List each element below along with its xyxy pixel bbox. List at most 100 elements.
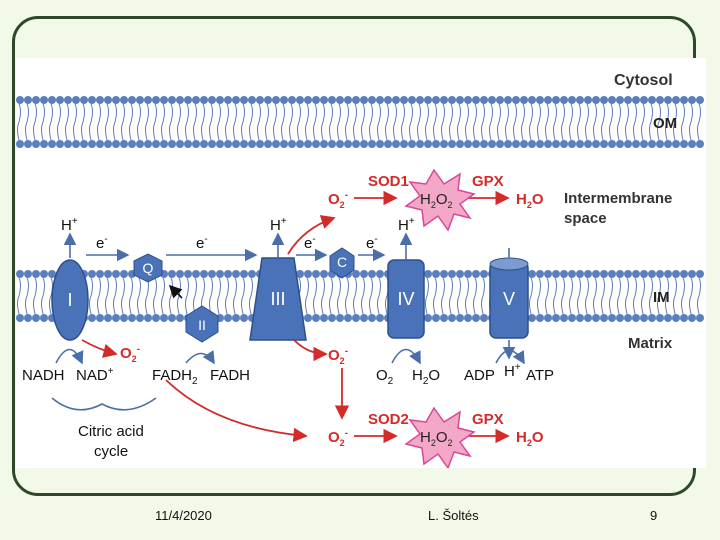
inner-membrane-lipid-head <box>664 314 672 322</box>
outer-membrane-lipid-tail <box>425 103 429 141</box>
outer-membrane-lipid-tail <box>233 103 237 141</box>
sod1-label: SOD1 <box>368 173 409 190</box>
outer-membrane-lipid-head <box>576 140 584 148</box>
inner-membrane-lipid-tail <box>329 277 333 315</box>
inner-membrane-lipid-head <box>576 314 584 322</box>
outer-membrane-lipid-head <box>152 140 160 148</box>
outer-membrane-lipid-tail <box>121 103 125 141</box>
arrow-matrix-o2-curve <box>165 379 308 443</box>
outer-membrane-lipid-head <box>464 140 472 148</box>
inner-membrane-lipid-head <box>16 270 24 278</box>
mitochondria-diagram: Cytosol OM Intermembrane space IM Matrix… <box>16 58 706 468</box>
outer-membrane-lipid-head <box>504 96 512 104</box>
inner-membrane-lipid-tail <box>305 277 309 315</box>
outer-membrane-lipid-head <box>152 96 160 104</box>
inner-membrane-lipid-head <box>360 314 368 322</box>
inner-membrane-lipid-head <box>560 270 568 278</box>
outer-membrane-lipid-head <box>336 96 344 104</box>
outer-membrane-lipid-tail <box>505 103 509 141</box>
outer-membrane-lipid-head <box>32 140 40 148</box>
inner-membrane-lipid-head <box>176 314 184 322</box>
outer-membrane-lipid-head <box>608 140 616 148</box>
inner-membrane-lipid-tail <box>89 277 93 315</box>
outer-membrane-lipid-head <box>168 140 176 148</box>
outer-membrane-lipid-head <box>24 140 32 148</box>
outer-membrane-lipid-head <box>496 140 504 148</box>
outer-membrane-lipid-head <box>440 140 448 148</box>
outer-membrane-lipid-head <box>552 96 560 104</box>
outer-membrane-lipid-tail <box>193 103 197 141</box>
outer-membrane-lipid-head <box>520 96 528 104</box>
outer-membrane-lipid-head <box>504 140 512 148</box>
arrow-III-o2-matrix <box>293 339 328 362</box>
inner-membrane-lipid-tail <box>545 277 549 315</box>
outer-membrane-lipid-head <box>400 96 408 104</box>
outer-membrane-lipid-head <box>432 96 440 104</box>
inner-membrane-lipid-head <box>536 270 544 278</box>
inner-membrane-lipid-head <box>480 270 488 278</box>
inner-membrane <box>16 270 704 322</box>
outer-membrane-lipid-head <box>456 140 464 148</box>
outer-membrane-lipid-head <box>88 96 96 104</box>
outer-membrane-lipid-tail <box>17 103 21 141</box>
inner-membrane-lipid-tail <box>241 277 245 315</box>
outer-membrane-lipid-head <box>648 140 656 148</box>
outer-membrane-lipid-tail <box>25 103 29 141</box>
outer-membrane-lipid-tail <box>225 103 229 141</box>
inner-membrane-lipid-tail <box>673 277 677 315</box>
outer-membrane-lipid-head <box>80 96 88 104</box>
complex-V-top <box>489 257 529 271</box>
outer-membrane-lipid-tail <box>129 103 133 141</box>
e-Q-III: e- <box>196 234 208 252</box>
outer-membrane-lipid-tail <box>681 103 685 141</box>
outer-membrane-lipid-head <box>112 96 120 104</box>
outer-membrane-lipid-tail <box>329 103 333 141</box>
arrow-III-o2-ims <box>287 215 336 255</box>
outer-membrane-lipid-head <box>424 140 432 148</box>
outer-membrane-lipid-tail <box>345 103 349 141</box>
outer-membrane-lipid-head <box>384 140 392 148</box>
outer-membrane-lipid-head <box>672 140 680 148</box>
outer-membrane-lipid-head <box>256 140 264 148</box>
outer-membrane-lipid-head <box>440 96 448 104</box>
inner-membrane-lipid-tail <box>473 277 477 315</box>
inner-membrane-lipid-head <box>672 314 680 322</box>
inner-membrane-lipid-head <box>32 270 40 278</box>
inner-membrane-lipid-tail <box>137 277 141 315</box>
outer-membrane-lipid-head <box>248 96 256 104</box>
outer-membrane-lipid-head <box>528 140 536 148</box>
outer-membrane-lipid-tail <box>633 103 637 141</box>
outer-membrane-lipid-head <box>312 96 320 104</box>
outer-membrane-lipid-tail <box>465 103 469 141</box>
citric-acid-brace <box>51 397 157 411</box>
outer-membrane-lipid-head <box>144 140 152 148</box>
h2o2-burst-bottom <box>404 406 476 468</box>
outer-membrane-lipid-tail <box>265 103 269 141</box>
outer-membrane-lipid-head <box>672 96 680 104</box>
inner-membrane-lipid-tail <box>49 277 53 315</box>
outer-membrane-lipid-head <box>336 140 344 148</box>
outer-membrane-lipid-tail <box>529 103 533 141</box>
gpx-top-label: GPX <box>472 173 504 190</box>
o2-matrix-label: O2 <box>376 367 394 387</box>
outer-membrane-lipid-head <box>56 140 64 148</box>
outer-membrane-lipid-head <box>640 140 648 148</box>
outer-membrane-lipid-head <box>680 96 688 104</box>
inner-membrane-lipid-tail <box>577 277 581 315</box>
outer-membrane-lipid-head <box>392 96 400 104</box>
outer-membrane-lipid-head <box>480 140 488 148</box>
inner-membrane-lipid-tail <box>377 277 381 315</box>
hplus-III: H+ <box>270 216 287 234</box>
outer-membrane-lipid-head <box>208 140 216 148</box>
inner-membrane-lipid-head <box>328 314 336 322</box>
outer-membrane-lipid-head <box>424 96 432 104</box>
outer-membrane-lipid-tail <box>585 103 589 141</box>
outer-membrane-lipid-head <box>472 140 480 148</box>
inner-membrane-lipid-tail <box>105 277 109 315</box>
inner-membrane-lipid-head <box>448 270 456 278</box>
inner-membrane-lipid-tail <box>337 277 341 315</box>
outer-membrane-lipid-head <box>272 140 280 148</box>
outer-membrane-lipid-tail <box>489 103 493 141</box>
intermembrane-label-1: Intermembrane <box>564 190 672 207</box>
inner-membrane-lipid-tail <box>41 277 45 315</box>
